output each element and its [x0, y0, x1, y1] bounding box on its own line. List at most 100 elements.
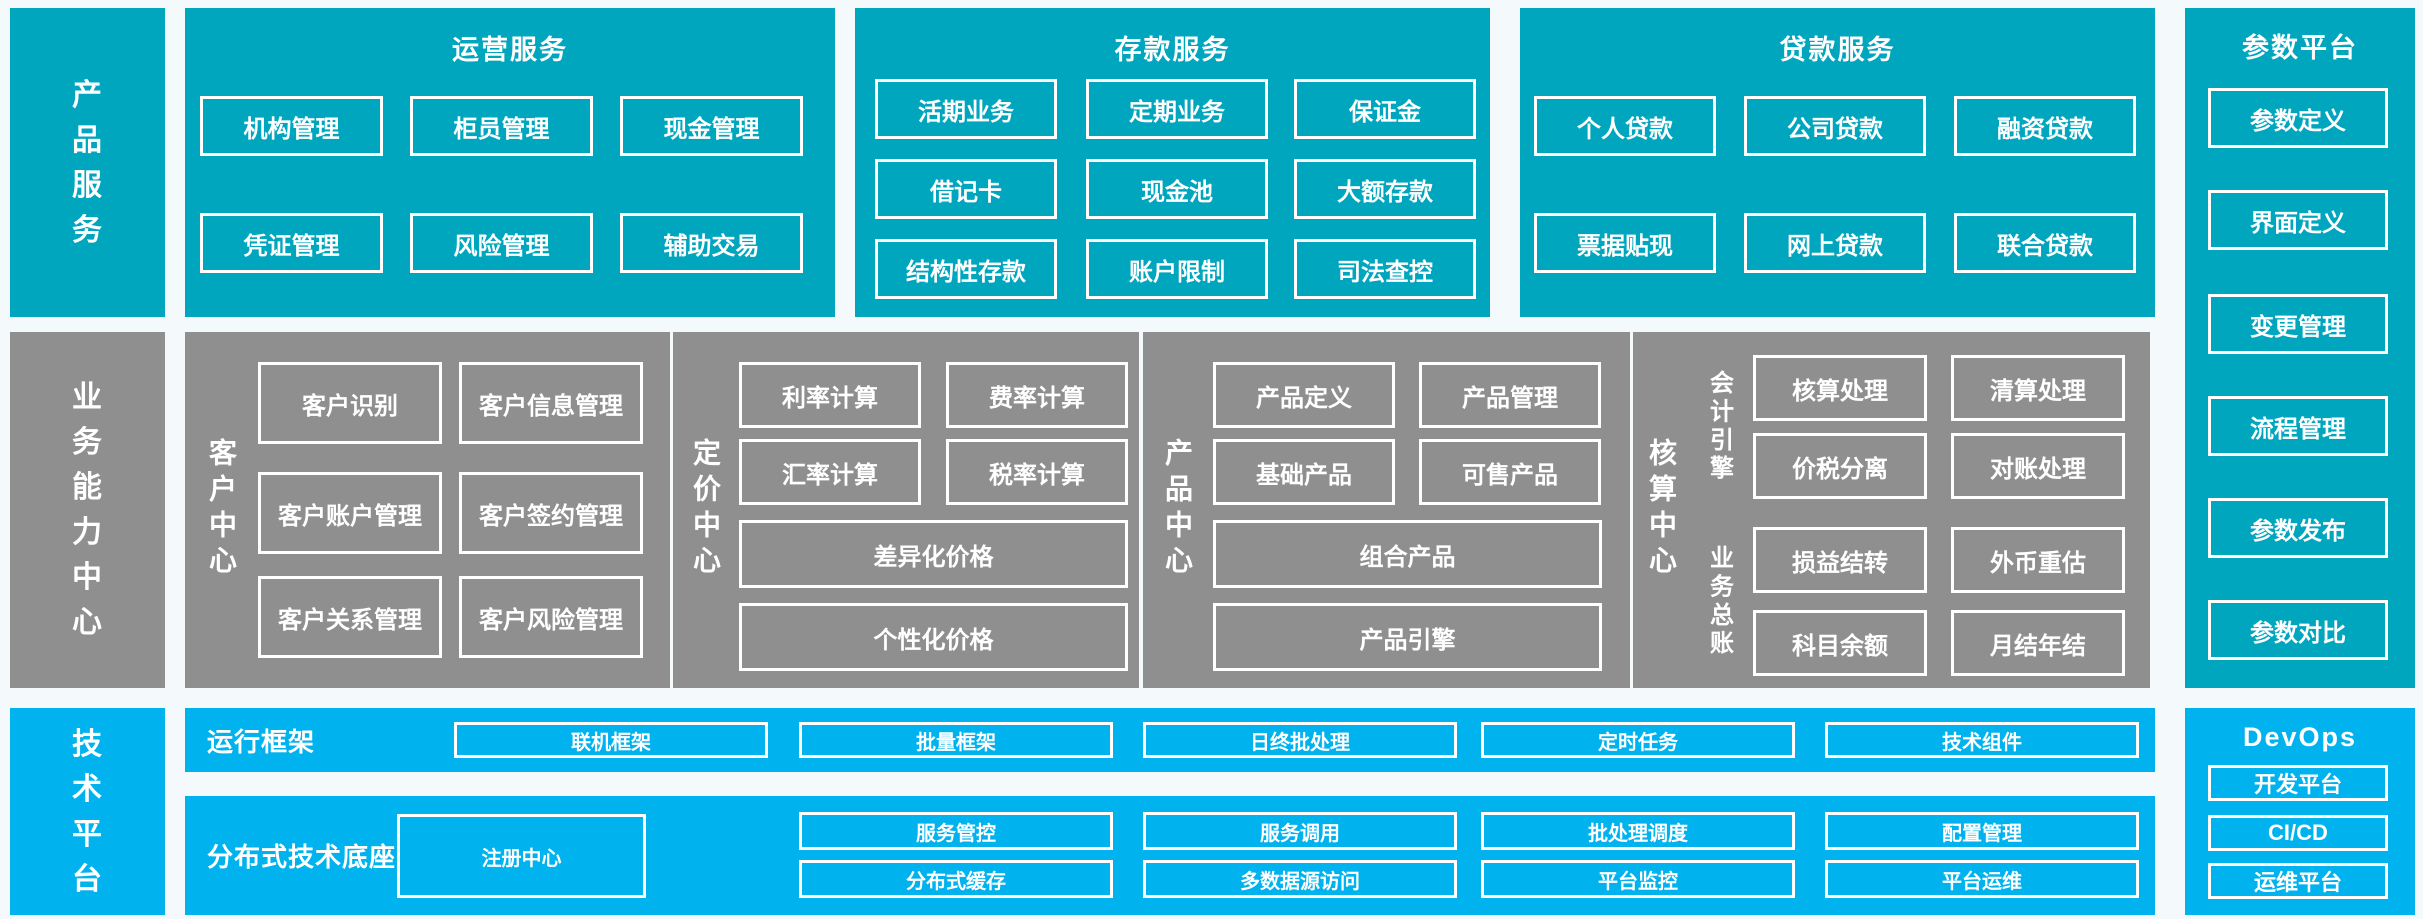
module-box: 柜员管理: [410, 96, 593, 156]
deposit-title: 存款服务: [1114, 35, 1231, 65]
section-operations-services: 运营服务 机构管理 柜员管理 现金管理 凭证管理 风险管理 辅助交易: [185, 8, 835, 317]
module-box: 界面定义: [2208, 190, 2388, 250]
sidebar-product-services: 产品服务: [10, 8, 165, 317]
module-box: 参数定义: [2208, 88, 2388, 148]
module-box: 服务管控: [799, 812, 1113, 850]
module-box: 司法查控: [1294, 239, 1476, 299]
sidebar-business-capability-label: 业务能力中心: [72, 381, 103, 639]
distributed-base-label: 分布式技术底座: [207, 842, 397, 872]
module-box: 客户识别: [258, 362, 442, 444]
module-box: 批量框架: [799, 722, 1113, 758]
module-box: 现金管理: [620, 96, 803, 156]
module-box: 个人贷款: [1534, 96, 1716, 156]
sidebar-product-services-label: 产品服务: [72, 78, 103, 247]
module-box: 月结年结: [1951, 610, 2125, 676]
module-box: 定时任务: [1481, 722, 1795, 758]
module-box: 产品定义: [1213, 362, 1395, 428]
module-box: 开发平台: [2208, 765, 2388, 801]
module-box: 分布式缓存: [799, 860, 1113, 898]
operations-title: 运营服务: [452, 35, 568, 65]
section-pricing-center: 定价中心 利率计算 费率计算 汇率计算 税率计算 差异化价格 个性化价格: [673, 332, 1139, 688]
module-box: 对账处理: [1951, 433, 2125, 499]
band-distributed-base: 分布式技术底座 注册中心 服务管控 服务调用 批处理调度 配置管理 分布式缓存 …: [185, 796, 2155, 915]
sidebar-tech-platform: 技术平台: [10, 708, 165, 915]
module-box: 价税分离: [1753, 433, 1927, 499]
module-box: 服务调用: [1143, 812, 1457, 850]
module-box: 费率计算: [946, 362, 1128, 428]
module-box: 辅助交易: [620, 213, 803, 273]
module-box: 外币重估: [1951, 527, 2125, 593]
module-box: 凭证管理: [200, 213, 383, 273]
module-box: 票据贴现: [1534, 213, 1716, 273]
module-box: 机构管理: [200, 96, 383, 156]
customer-center-label: 客户中心: [206, 438, 237, 582]
module-box: CI/CD: [2208, 815, 2388, 851]
sidebar-tech-platform-label: 技术平台: [72, 727, 103, 896]
runtime-framework-label: 运行框架: [207, 726, 316, 757]
module-box: 平台监控: [1481, 860, 1795, 898]
pricing-center-label: 定价中心: [690, 438, 721, 582]
module-box: 产品管理: [1419, 362, 1601, 428]
module-box: 运维平台: [2208, 863, 2388, 899]
wide-module-box: 差异化价格: [739, 520, 1128, 588]
module-box: 账户限制: [1086, 239, 1268, 299]
wide-module-box: 产品引擎: [1213, 603, 1602, 671]
accounting-center-label: 核算中心: [1646, 438, 1677, 582]
module-box: 损益结转: [1753, 527, 1927, 593]
parameter-platform-title: 参数平台: [2242, 33, 2358, 63]
wide-module-box: 个性化价格: [739, 603, 1128, 671]
module-box: 清算处理: [1951, 355, 2125, 421]
module-box: 流程管理: [2208, 396, 2388, 456]
section-parameter-platform: 参数平台 参数定义 界面定义 变更管理 流程管理 参数发布 参数对比: [2185, 8, 2415, 688]
module-box: 平台运维: [1825, 860, 2139, 898]
module-box: 日终批处理: [1143, 722, 1457, 758]
section-accounting-center: 核算中心 会计引擎 业务总账 核算处理 清算处理 价税分离 对账处理 损益结转 …: [1633, 332, 2150, 688]
module-box: 可售产品: [1419, 439, 1601, 505]
module-box: 客户信息管理: [459, 362, 643, 444]
module-box: 结构性存款: [875, 239, 1057, 299]
module-box: 参数对比: [2208, 600, 2388, 660]
module-box: 基础产品: [1213, 439, 1395, 505]
module-box: 联合贷款: [1954, 213, 2136, 273]
section-devops: DevOps 开发平台 CI/CD 运维平台: [2185, 708, 2415, 915]
registry-box: 注册中心: [397, 814, 646, 898]
module-box: 批处理调度: [1481, 812, 1795, 850]
module-box: 税率计算: [946, 439, 1128, 505]
business-ledger-label: 业务总账: [1705, 545, 1733, 659]
module-box: 核算处理: [1753, 355, 1927, 421]
sidebar-business-capability: 业务能力中心: [10, 332, 165, 688]
module-box: 技术组件: [1825, 722, 2139, 758]
wide-module-box: 组合产品: [1213, 520, 1602, 588]
module-box: 科目余额: [1753, 610, 1927, 676]
module-box: 风险管理: [410, 213, 593, 273]
loan-title: 贷款服务: [1779, 35, 1896, 65]
module-box: 现金池: [1086, 159, 1268, 219]
module-box: 客户账户管理: [258, 472, 442, 554]
module-box: 参数发布: [2208, 498, 2388, 558]
module-box: 配置管理: [1825, 812, 2139, 850]
module-box: 定期业务: [1086, 79, 1268, 139]
module-box: 大额存款: [1294, 159, 1476, 219]
module-box: 借记卡: [875, 159, 1057, 219]
module-box: 融资贷款: [1954, 96, 2136, 156]
module-box: 公司贷款: [1744, 96, 1926, 156]
product-center-label: 产品中心: [1162, 438, 1193, 582]
module-box: 多数据源访问: [1143, 860, 1457, 898]
devops-title: DevOps: [2242, 722, 2358, 752]
module-box: 网上贷款: [1744, 213, 1926, 273]
module-box: 汇率计算: [739, 439, 921, 505]
module-box: 客户风险管理: [459, 576, 643, 658]
accounting-engine-label: 会计引擎: [1705, 370, 1733, 484]
module-box: 利率计算: [739, 362, 921, 428]
module-box: 保证金: [1294, 79, 1476, 139]
band-runtime-framework: 运行框架 联机框架 批量框架 日终批处理 定时任务 技术组件: [185, 708, 2155, 772]
section-loan-services: 贷款服务 个人贷款 公司贷款 融资贷款 票据贴现 网上贷款 联合贷款: [1520, 8, 2155, 317]
module-box: 客户关系管理: [258, 576, 442, 658]
module-box: 变更管理: [2208, 294, 2388, 354]
module-box: 联机框架: [454, 722, 768, 758]
module-box: 客户签约管理: [459, 472, 643, 554]
section-customer-center: 客户中心 客户识别 客户信息管理 客户账户管理 客户签约管理 客户关系管理 客户…: [185, 332, 670, 688]
section-product-center: 产品中心 产品定义 产品管理 基础产品 可售产品 组合产品 产品引擎: [1143, 332, 1630, 688]
module-box: 活期业务: [875, 79, 1057, 139]
